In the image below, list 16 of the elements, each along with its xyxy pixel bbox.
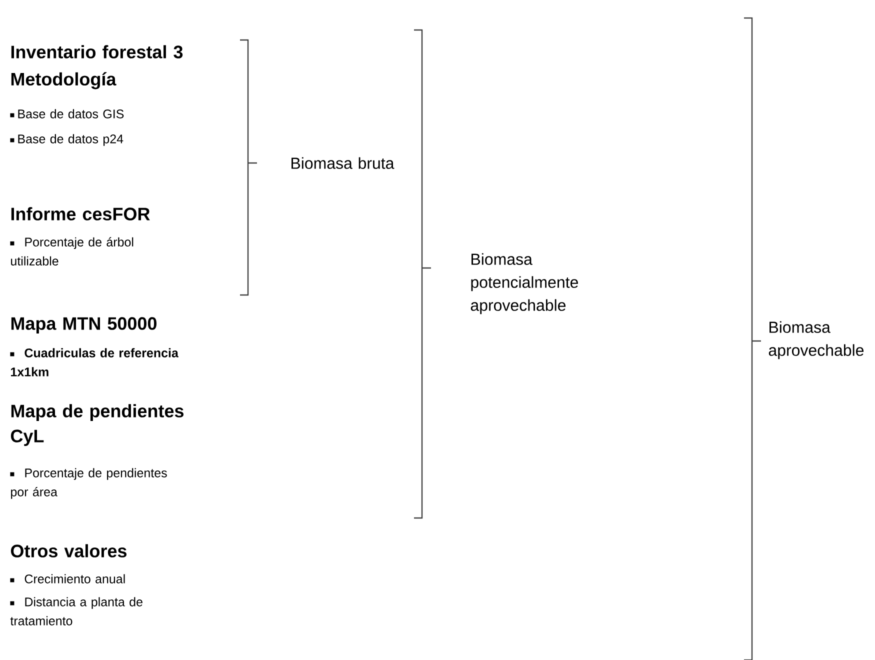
bullet-item: Cuadriculas de referencia 1x1km xyxy=(10,348,178,376)
heading: Mapa de pendientes CyL xyxy=(10,404,184,446)
heading: Informe cesFOR xyxy=(11,207,150,220)
heading: Otros valores xyxy=(10,544,126,558)
bullet-item: Porcentaje de árbol utilizable xyxy=(10,237,134,266)
heading: Inventario forestal 3 xyxy=(11,45,183,58)
bracket-label: Biomasa potencialmente aprovechable xyxy=(470,253,578,314)
bullet-item: Base de datos GIS xyxy=(10,109,124,118)
heading: Mapa MTN 50000 xyxy=(11,317,156,334)
bullet-item: Distancia a planta de tratamiento xyxy=(10,597,142,626)
bullet-item: Porcentaje de pendientes por área xyxy=(10,468,167,499)
bullet-item: Crecimiento anual xyxy=(10,574,125,584)
bracket-label: Biomasa aprovechable xyxy=(768,321,864,360)
heading: Metodología xyxy=(11,72,116,90)
bullet-item: Base de datos p24 xyxy=(10,134,124,146)
bracket-label: Biomasa bruta xyxy=(292,157,394,169)
